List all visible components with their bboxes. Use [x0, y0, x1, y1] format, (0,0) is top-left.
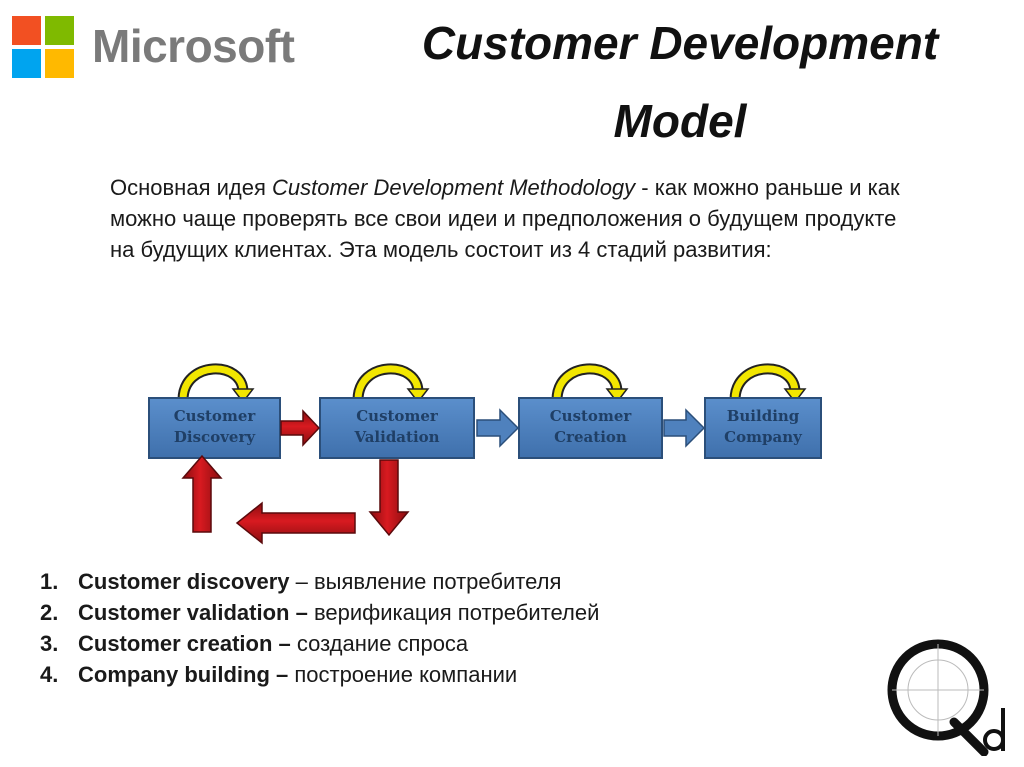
loop-arrow-validation: [352, 363, 430, 406]
arrow-creation-to-building: [663, 408, 706, 448]
list-description: – выявление потребителя: [289, 569, 562, 594]
list-number: 1.: [40, 569, 59, 594]
intro-emphasis: Customer Development Methodology: [271, 175, 636, 200]
list-term: Customer creation –: [78, 631, 291, 656]
stage-box-customer-discovery: Customer Discovery: [148, 397, 281, 459]
list-term: Company building –: [78, 662, 289, 687]
list-description: построение компании: [288, 662, 518, 687]
stage-2-line-2: Validation: [353, 428, 439, 446]
list-number: 2.: [40, 600, 59, 625]
microsoft-wordmark: Microsoft: [92, 20, 295, 72]
arrow-validation-to-creation: [476, 408, 520, 448]
arrow-discovery-to-validation: [280, 409, 321, 447]
intro-paragraph: Основная идея Customer Development Metho…: [110, 172, 900, 265]
loop-arrow-discovery: [177, 363, 255, 406]
logo-square-red: [12, 16, 41, 45]
list-term: Customer discovery: [78, 569, 290, 594]
windows-logo-icon: [12, 16, 74, 78]
list-item: 4. Company building – построение компании: [40, 659, 599, 690]
list-description: создание спроса: [290, 631, 469, 656]
stage-box-building-company: Building Company: [704, 397, 822, 459]
slide-title: Customer Development Model: [360, 4, 1000, 160]
arrow-down-from-validation: [368, 459, 410, 537]
intro-lead: Основная идея: [110, 175, 272, 200]
arrow-up-to-discovery: [181, 454, 223, 533]
arrow-back-left: [235, 501, 356, 545]
list-number: 3.: [40, 631, 59, 656]
list-term: Customer validation –: [78, 600, 308, 625]
logo-square-yellow: [45, 49, 74, 78]
qd-logo-icon: [887, 639, 1005, 756]
stage-2-line-1: Customer: [356, 407, 439, 425]
stage-box-customer-validation: Customer Validation: [319, 397, 475, 459]
list-description: верификация потребителей: [307, 600, 600, 625]
microsoft-logo: Microsoft: [12, 16, 312, 82]
intro-rest: - как можно раньше и как можно чаще пров…: [110, 175, 900, 262]
list-item: 2. Customer validation – верификация потр…: [40, 597, 599, 628]
list-item: 1. Customer discovery – выявление потреби…: [40, 566, 599, 597]
list-item: 3. Customer creation – создание спроса: [40, 628, 599, 659]
stage-1-line-1: Customer: [174, 407, 257, 425]
stage-1-line-2: Discovery: [174, 428, 256, 446]
logo-square-blue: [12, 49, 41, 78]
loop-arrow-building: [729, 363, 807, 406]
list-number: 4.: [40, 662, 59, 687]
stage-4-line-2: Company: [724, 428, 803, 446]
stage-4-line-1: Building: [727, 407, 800, 425]
stage-3-line-1: Customer: [550, 407, 633, 425]
stage-box-customer-creation: Customer Creation: [518, 397, 663, 459]
stage-3-line-2: Creation: [554, 428, 627, 446]
loop-arrow-creation: [551, 363, 629, 406]
title-line-2: Model: [613, 95, 747, 147]
logo-square-green: [45, 16, 74, 45]
stages-list: 1. Customer discovery – выявление потреби…: [40, 566, 599, 690]
title-line-1: Customer Development: [421, 17, 939, 69]
